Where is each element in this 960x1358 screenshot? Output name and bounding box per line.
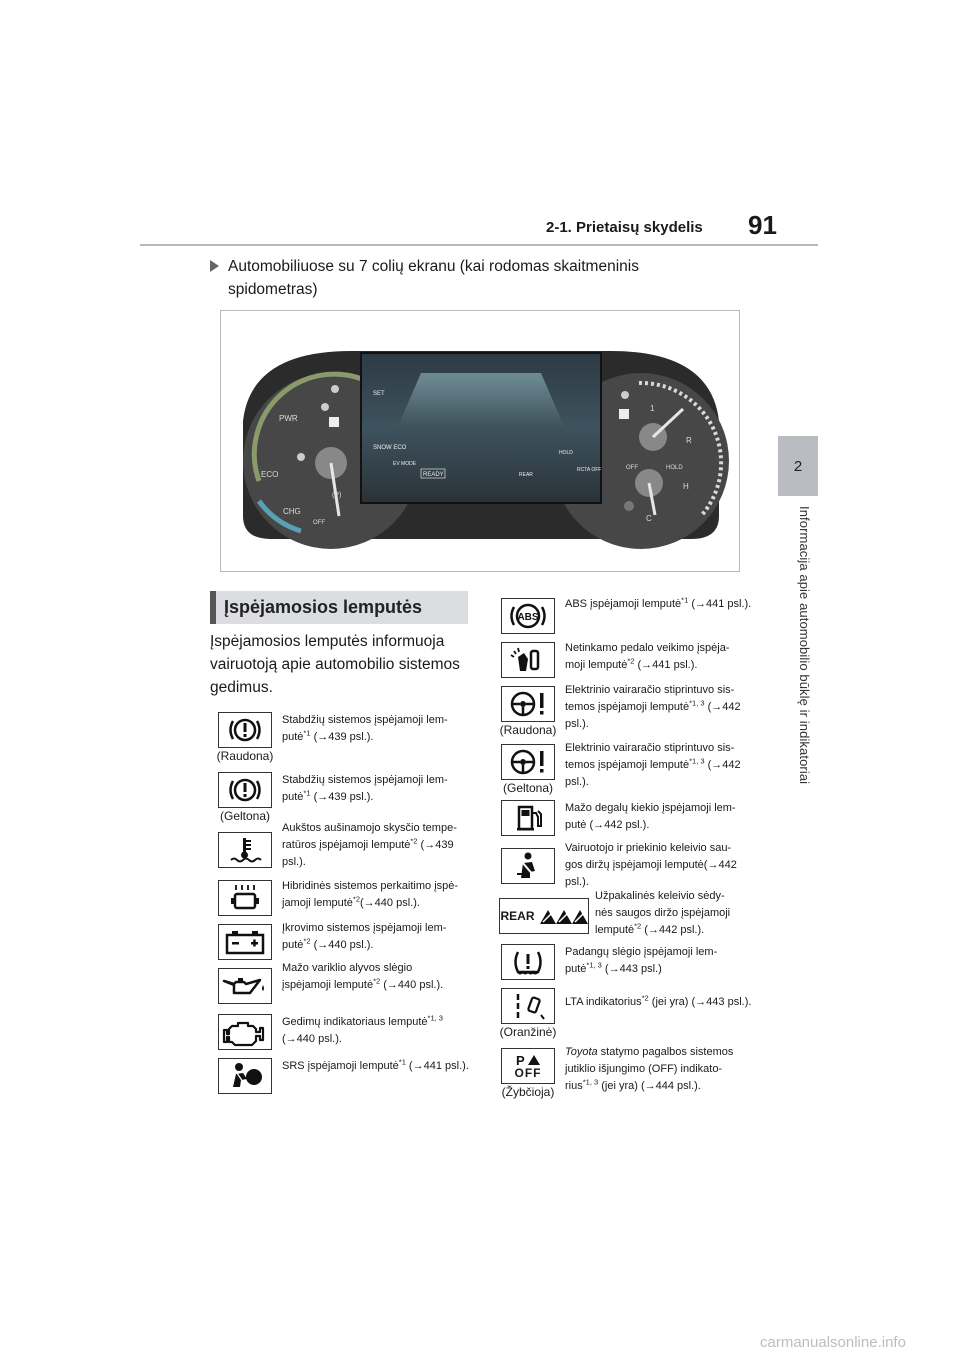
chapter-title: Informacija apie automobilio būklę ir in… — [797, 506, 812, 785]
gauge-1-label: 1 — [650, 404, 655, 413]
oil-pressure-icon — [218, 968, 272, 1004]
chapter-tab: 2 — [778, 436, 818, 496]
warning-light-description: Mažo degalų kiekio įspėjamoji lem-putė (… — [565, 802, 736, 831]
warning-lights-heading: Įspėjamosios lemputės — [210, 591, 468, 624]
instrument-cluster-illustration: PWR ECO CHG OFF (P) 1 R HOLD H C OFF SET… — [220, 310, 740, 572]
warning-light-description: LTA indikatorius*2 (jei yra) (→443 psl.)… — [565, 993, 752, 1008]
warning-light-description: Padangų slėgio įspėjamoji lem-putė*1, 3 … — [565, 946, 718, 975]
intro-note: Automobiliuose su 7 colių ekranu (kai ro… — [210, 255, 730, 301]
warning-lights-description: Įspėjamosios lemputės informuoja vairuot… — [210, 633, 460, 696]
ready-label: READY — [423, 472, 444, 478]
pedal-misuse-icon — [501, 642, 555, 678]
warning-light-description: Įkrovimo sistemos įspėjamoji lem-putė*2 … — [282, 922, 447, 951]
color-label: (Geltona) — [502, 781, 554, 795]
warning-light-description: Vairuotojo ir priekinio keleivio sau-gos… — [565, 842, 737, 888]
section-title: 2-1. Prietaisų skydelis — [546, 219, 703, 236]
watermark: carmanualsonline.info — [760, 1334, 906, 1351]
svg-text:P: P — [516, 1053, 525, 1067]
snow-eco-label: SNOW ECO — [373, 445, 407, 451]
power-steering-red-icon — [501, 686, 555, 722]
warning-light-description: Aukštos aušinamojo skysčio tempe-ratūros… — [282, 822, 457, 868]
hybrid-overheat-icon — [218, 880, 272, 916]
tire-pressure-icon — [501, 944, 555, 980]
color-label: (Oranžinė) — [499, 1025, 557, 1039]
eco-label: ECO — [261, 470, 278, 479]
gauge-c-label: C — [646, 514, 652, 523]
cluster-drawing: PWR ECO CHG OFF (P) 1 R HOLD H C OFF SET… — [243, 351, 729, 549]
color-label: (Geltona) — [219, 809, 271, 823]
warning-light-description: Užpakalinės keleivio sėdy-nės saugos dir… — [595, 890, 731, 936]
seatbelt-icon — [501, 848, 555, 884]
lta-icon — [501, 988, 555, 1024]
abs-warning-icon: ABS — [501, 598, 555, 634]
check-engine-icon — [218, 1014, 272, 1050]
gauge-r-label: R — [686, 436, 692, 445]
page-number: 91 — [748, 210, 777, 240]
color-label: (Raudona) — [499, 723, 557, 737]
srs-airbag-icon — [218, 1058, 272, 1094]
svg-text:ABS: ABS — [517, 612, 538, 623]
coolant-temperature-icon — [218, 832, 272, 868]
hold-label: HOLD — [666, 465, 683, 471]
ev-mode-label: EV MODE — [393, 461, 417, 467]
pwr-label: PWR — [279, 414, 298, 423]
off-label: OFF — [313, 520, 325, 526]
power-steering-yellow-icon — [501, 744, 555, 780]
warning-light-description: Elektrinio vairaračio stiprintuvo sis-te… — [565, 684, 741, 730]
low-fuel-icon — [501, 800, 555, 836]
header-divider — [140, 244, 818, 246]
chapter-number: 2 — [793, 457, 803, 475]
rear-seatbelt-icon: REAR — [499, 898, 589, 934]
gauge-h-label: H — [683, 482, 689, 491]
warning-light-description: Elektrinio vairaračio stiprintuvo sis-te… — [565, 742, 741, 788]
brake-warning-red-icon — [218, 712, 272, 748]
warning-light-description: Stabdžių sistemos įspėjamoji lem-putė*1 … — [282, 714, 448, 743]
warning-light-description: Netinkamo pedalo veikimo įspėja-moji lem… — [565, 642, 730, 671]
warning-light-description: Hibridinės sistemos perkaitimo įspė-jamo… — [282, 880, 459, 909]
brake-warning-yellow-icon — [218, 772, 272, 808]
rear-label: REAR — [519, 472, 533, 478]
battery-charge-icon — [218, 924, 272, 960]
right-off-label: OFF — [626, 465, 638, 471]
color-label: (Raudona) — [216, 749, 274, 763]
color-label: (Žybčioja) — [501, 1085, 555, 1099]
rcta-off-label: RCTA OFF — [577, 467, 601, 473]
warning-light-description: ABS įspėjamoji lemputė*1 (→441 psl.). — [565, 595, 752, 610]
warning-light-description: Gedimų indikatoriaus lemputė*1, 3(→440 p… — [282, 1013, 443, 1045]
chg-label: CHG — [283, 507, 301, 516]
set-label: SET — [373, 391, 385, 397]
warning-light-description: SRS įspėjamoji lemputė*1 (→441 psl.). — [282, 1057, 469, 1072]
parking-brake-label: (P) — [332, 492, 341, 499]
triangle-bullet-icon — [210, 260, 219, 272]
center-hold-label: HOLD — [559, 450, 573, 456]
warning-light-description: Stabdžių sistemos įspėjamoji lem-putė*1 … — [282, 774, 448, 803]
